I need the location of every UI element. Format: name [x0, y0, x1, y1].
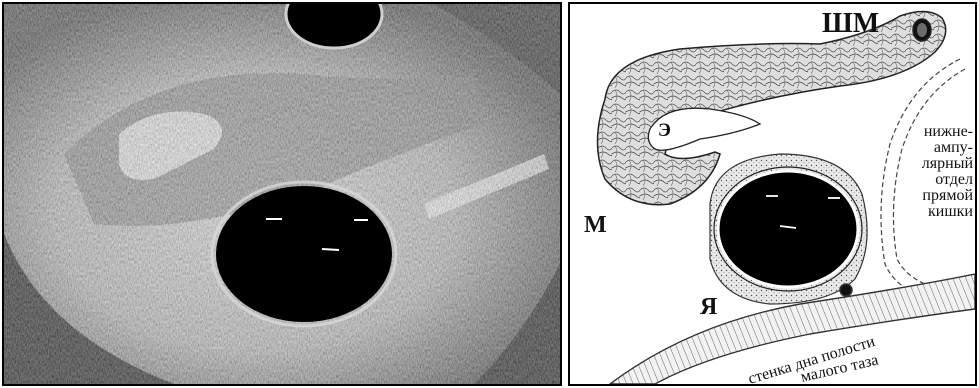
rectum-line-1: нижне- — [924, 123, 973, 140]
ultrasound-image-panel — [2, 2, 562, 386]
rectum-line-5: прямой — [922, 187, 973, 204]
label-endometrium: Э — [658, 120, 671, 141]
rectum-line-4: отдел — [935, 171, 973, 188]
rectum-line-3: лярный — [922, 155, 974, 172]
ultrasound-image — [4, 4, 560, 384]
ovarian-cyst — [718, 171, 858, 287]
rectum-line-6: кишки — [928, 203, 973, 220]
schematic-panel: ШМ Э М Я нижне- ампу- лярный отдел прямо… — [568, 2, 977, 386]
label-rectum: нижне- ампу- лярный отдел прямой кишки — [922, 123, 974, 220]
label-ovary: Я — [700, 294, 717, 320]
label-uterus: М — [584, 212, 607, 238]
schematic-drawing: ШМ Э М Я нижне- ампу- лярный отдел прямо… — [570, 4, 975, 384]
label-cervix: ШМ — [822, 8, 879, 39]
rectum-line-2: ампу- — [934, 139, 973, 156]
